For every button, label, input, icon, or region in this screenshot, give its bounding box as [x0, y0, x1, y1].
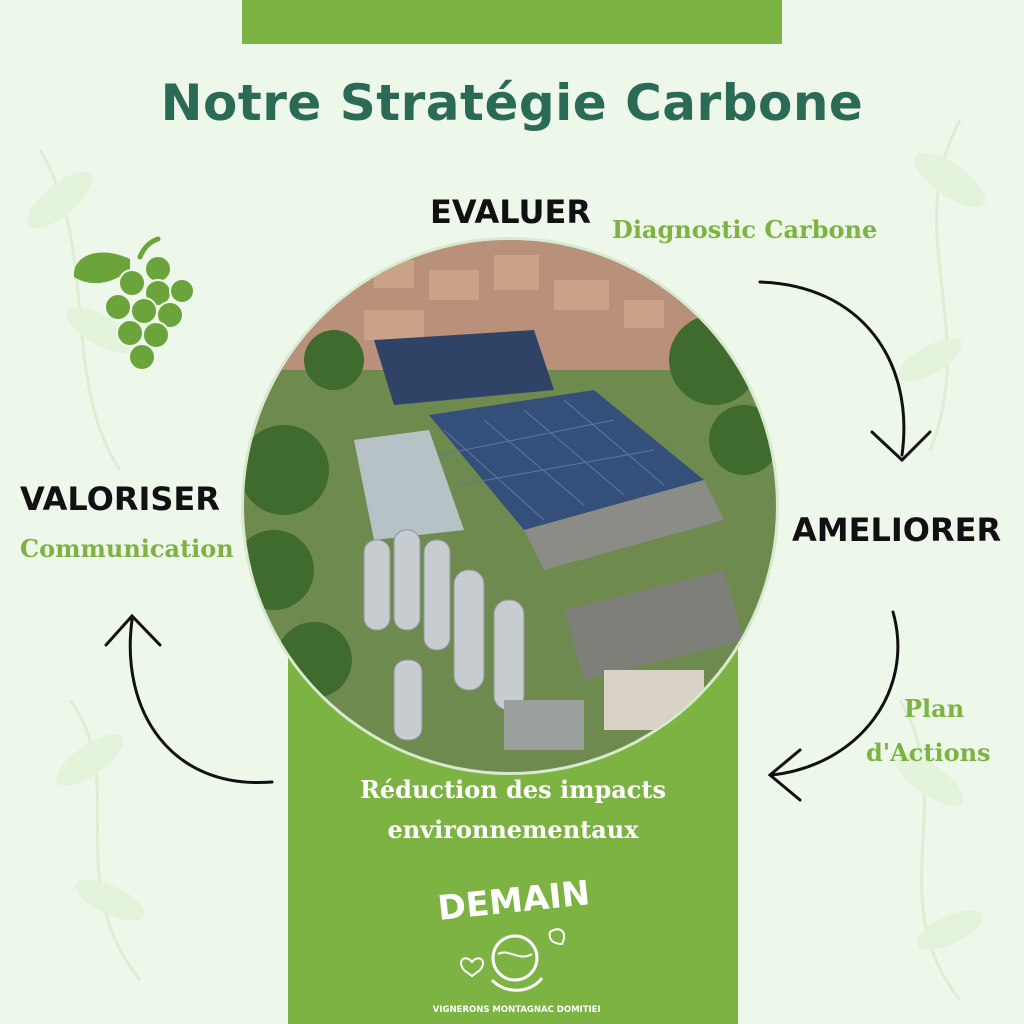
- page-title: Notre Stratégie Carbone: [160, 74, 864, 132]
- center-caption-line1: Réduction des impacts: [359, 775, 667, 804]
- smile-icon: [490, 977, 544, 992]
- aerial-photo-circle: [244, 240, 776, 772]
- step-valoriser-sub: Communication: [20, 534, 234, 563]
- heart-icon: [460, 957, 484, 978]
- top-bar: [242, 0, 782, 44]
- demain-logo: DEMAIN LES VIGNERONS MONTAGNAC DOMITIENN…: [430, 873, 600, 1015]
- logo-text: LES VIGNERONS MONTAGNAC DOMITIENNE: [430, 1005, 600, 1015]
- leaf-icon: [548, 928, 566, 946]
- grapes-icon: [73, 236, 195, 371]
- step-ameliorer-label: AMELIORER: [792, 511, 1002, 549]
- step-evaluer-label: EVALUER: [430, 193, 591, 231]
- center-caption-line2: environnementaux: [387, 815, 639, 844]
- logo-word: DEMAIN: [436, 873, 592, 929]
- step-evaluer-sub: Diagnostic Carbone: [612, 215, 878, 244]
- center-caption: Réduction des impacts environnementaux: [288, 770, 738, 850]
- step-valoriser-label: VALORISER: [20, 480, 220, 518]
- step-ameliorer-sub-line1: Plan: [904, 694, 965, 723]
- step-ameliorer-sub-line2: d'Actions: [866, 738, 991, 767]
- globe-icon: [491, 934, 539, 982]
